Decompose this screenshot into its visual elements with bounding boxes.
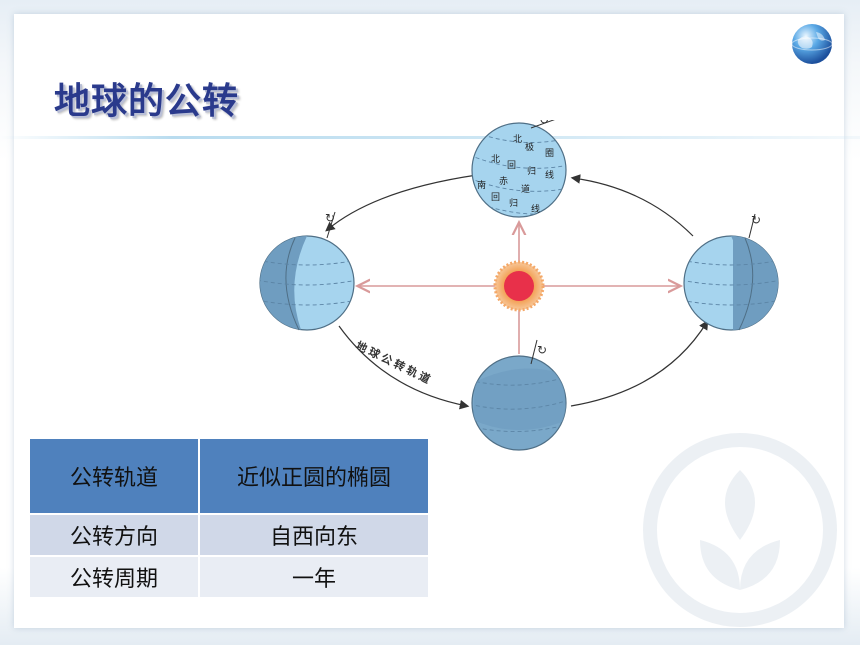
table-cell-label: 公转方向 (28, 513, 200, 557)
svg-text:↻: ↻ (537, 343, 547, 357)
table-row: 公转方向 自西向东 (28, 513, 430, 557)
orbit-label: 地球公转轨道 (354, 338, 436, 387)
earth-right-autumn-equinox: ↻ (683, 213, 779, 331)
svg-text:回: 回 (491, 192, 500, 203)
table-row: 公转周期 一年 (28, 555, 430, 599)
leaf-watermark-icon (643, 433, 837, 627)
orbit-arc-top-right (570, 174, 694, 237)
svg-text:归: 归 (509, 197, 518, 209)
page-title: 地球的公转 (54, 81, 240, 122)
svg-text:线: 线 (531, 203, 540, 215)
table-cell-value: 一年 (198, 555, 430, 599)
svg-text:极: 极 (525, 141, 534, 153)
table-row: 公转轨道 近似正圆的椭圆 (28, 437, 430, 515)
svg-text:回: 回 (507, 160, 516, 171)
svg-text:↻: ↻ (539, 120, 549, 127)
table-cell-value: 近似正圆的椭圆 (198, 437, 430, 515)
orbit-arc-bottom-right (570, 319, 709, 407)
earth-bottom-winter-solstice: ↻ (471, 339, 567, 451)
globe-logo-icon (791, 24, 833, 64)
orbit-arc-bottom-left (338, 325, 470, 410)
svg-text:赤: 赤 (499, 176, 508, 187)
revolution-facts-table: 公转轨道 近似正圆的椭圆 公转方向 自西向东 公转周期 一年 (28, 437, 430, 599)
svg-text:北: 北 (491, 154, 500, 165)
sun-icon (493, 260, 545, 312)
svg-text:道: 道 (521, 183, 530, 195)
earth-top-summer-solstice: ↻ 北 极 圈 北 回 归 线 赤 道 南 回 归 线 (471, 120, 567, 218)
earth-left-spring-equinox: ↻ (259, 211, 355, 331)
svg-text:圈: 圈 (545, 148, 554, 159)
svg-text:线: 线 (545, 169, 554, 181)
earth-revolution-diagram: ↻ 北 极 圈 北 回 归 线 赤 道 南 回 归 线 ↻ (259, 120, 779, 451)
svg-text:↻: ↻ (325, 211, 335, 225)
svg-text:↻: ↻ (751, 213, 761, 227)
title-underline-band (0, 136, 860, 139)
svg-text:归: 归 (527, 165, 536, 177)
orbit-arc-top-left (325, 174, 478, 232)
table-cell-label: 公转轨道 (28, 437, 200, 515)
table-cell-label: 公转周期 (28, 555, 200, 599)
svg-text:南: 南 (477, 179, 486, 191)
table-cell-value: 自西向东 (198, 513, 430, 557)
svg-text:北: 北 (513, 134, 522, 145)
